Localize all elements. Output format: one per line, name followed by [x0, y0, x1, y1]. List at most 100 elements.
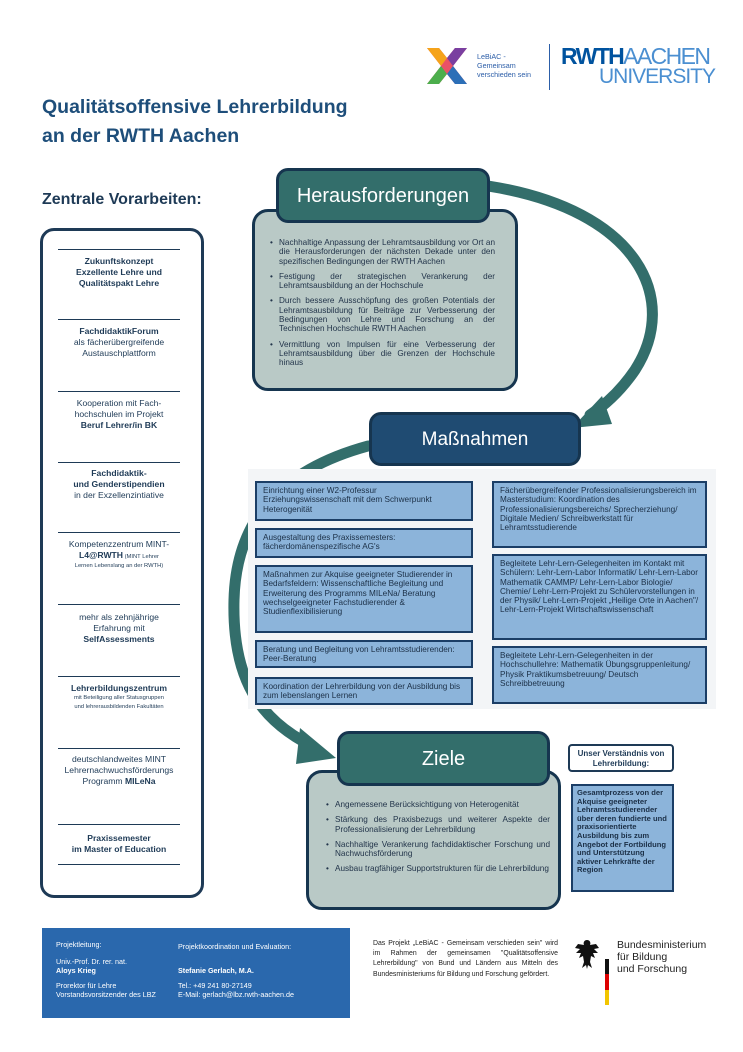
- separator-line: [58, 462, 180, 463]
- rwth-logo-line1: RWTHAACHEN: [561, 43, 711, 69]
- vorarbeit-line: SelfAssessments: [83, 634, 155, 644]
- massnahme-box: Fächerübergreifender Professionalisierun…: [492, 481, 707, 548]
- herausforderungen-heading: Herausforderungen: [276, 168, 490, 223]
- vorarbeit-line: Exzellente Lehre und: [76, 267, 162, 277]
- projektleitung-label: Projektleitung:: [56, 940, 102, 949]
- list-item: Ausbau tragfähiger Supportstrukturen für…: [326, 864, 550, 874]
- bmbf-line: und Forschung: [617, 963, 688, 975]
- bmbf-line: für Bildung: [617, 951, 668, 963]
- vorarbeit-line: mit Beteiligung aller Statusgruppen: [74, 695, 164, 701]
- separator-line: [58, 391, 180, 392]
- vorarbeit-item: Kompetenzzentrum MINT-L4@RWTH (MINT Lehr…: [37, 539, 201, 571]
- separator-line: [58, 676, 180, 677]
- title-line: an der RWTH Aachen: [42, 125, 240, 147]
- federal-eagle-icon: [575, 940, 599, 969]
- separator-line: [58, 864, 180, 865]
- vorarbeit-line: Kompetenzzentrum MINT-: [68, 539, 170, 549]
- list-item: Nachhaltige Anpassung der Lehramtsausbil…: [270, 238, 495, 266]
- page-title: Qualitätsoffensive Lehrerbildung an der …: [42, 93, 402, 151]
- ziele-list: Angemessene Berücksichtigung von Heterog…: [326, 800, 550, 880]
- lebiac-wordmark: LeBiAC - Gemeinsam verschieden sein: [477, 52, 531, 79]
- vorarbeit-line: Erfahrung mit: [93, 623, 145, 633]
- lebiac-line: verschieden sein: [477, 70, 531, 79]
- rwth-logo-light: AACHEN: [623, 43, 711, 69]
- header-divider: [549, 44, 550, 90]
- list-item: Nachhaltige Verankerung fachdidaktischer…: [326, 840, 550, 859]
- vorarbeit-line: FachdidaktikForum: [79, 326, 159, 336]
- vorarbeiten-box: [40, 228, 204, 898]
- lebiac-logo: [427, 48, 467, 84]
- vorarbeit-line: als fächerübergreifende: [73, 337, 165, 347]
- massnahme-box: Begleitete Lehr-Lern-Gelegenheiten im Ko…: [492, 554, 707, 640]
- list-item: Durch bessere Ausschöpfung des großen Po…: [270, 296, 495, 333]
- ziele-heading: Ziele: [337, 731, 550, 786]
- rwth-logo-bold: RWTH: [561, 43, 625, 69]
- footer-contact: Projektleitung: Univ.-Prof. Dr. rer. nat…: [42, 928, 350, 1018]
- separator-line: [58, 824, 180, 825]
- funding-note: Das Projekt „LeBiAC - Gemeinsam verschie…: [373, 940, 558, 978]
- footer-col-left: Projektleitung: Univ.-Prof. Dr. rer. nat…: [56, 940, 156, 999]
- koordination-email[interactable]: E-Mail: gerlach@lbz.rwth-aachen.de: [178, 990, 294, 999]
- vorarbeit-line: Kooperation mit Fach-: [76, 398, 162, 408]
- list-item: Angemessene Berücksichtigung von Heterog…: [326, 800, 550, 810]
- separator-line: [58, 249, 180, 250]
- vorarbeit-line: Beruf Lehrer/in BK: [80, 420, 158, 430]
- koordination-name: Stefanie Gerlach, M.A.: [178, 966, 254, 975]
- massnahmen-heading: Maßnahmen: [369, 412, 581, 466]
- rwth-logo-line2: UNIVERSITY: [599, 65, 716, 88]
- vorarbeit-line: im Master of Education: [71, 844, 167, 854]
- leiter-title: Univ.-Prof. Dr. rer. nat.: [56, 957, 127, 966]
- massnahme-box: Koordination der Lehrerbildung von der A…: [255, 677, 473, 705]
- vorarbeit-line: und lehrerausbildenden Fakultäten: [74, 704, 164, 710]
- bmbf-wordmark: Bundesministerium für Bildung und Forsch…: [617, 939, 706, 975]
- massnahme-box: Beratung und Begleitung von Lehramtsstud…: [255, 640, 473, 668]
- verstaendnis-heading: Unser Verständnis von Lehrerbildung:: [568, 744, 674, 772]
- koordination-label: Projektkoordination und Evaluation:: [178, 942, 292, 951]
- separator-line: [58, 532, 180, 533]
- list-item: Vermittlung von Impulsen für eine Verbes…: [270, 340, 495, 368]
- vorarbeit-line: deutschlandweites MINT: [71, 754, 167, 764]
- vorarbeit-item: Lehrerbildungszentrum mit Beteiligung all…: [37, 683, 201, 712]
- lebiac-line: LeBiAC -: [477, 52, 506, 61]
- title-line: Qualitätsoffensive Lehrerbildung: [42, 96, 348, 118]
- vorarbeit-line: Fachdidaktik-: [91, 468, 147, 478]
- vorarbeit-line: und Genderstipendien: [73, 479, 165, 489]
- list-item: Stärkung des Praxisbezugs und weiterer A…: [326, 815, 550, 834]
- list-item: Festigung der strategischen Verankerung …: [270, 272, 495, 291]
- vorarbeit-line: mehr als zehnjährige: [79, 612, 159, 622]
- massnahme-box: Einrichtung einer W2-Professur Erziehung…: [255, 481, 473, 521]
- massnahme-box: Ausgestaltung des Praxissemesters: fäche…: [255, 528, 473, 558]
- vorarbeit-line: L4@RWTH (MINT Lehrer: [78, 550, 159, 560]
- vorarbeit-line: hochschulen im Projekt: [74, 409, 164, 419]
- leiter-role: Vorstandsvorsitzender des LBZ: [56, 990, 156, 999]
- separator-line: [58, 748, 180, 749]
- leiter-role: Prorektor für Lehre: [56, 981, 117, 990]
- vorarbeit-line: Zukunftskonzept: [84, 256, 154, 266]
- leiter-name: Aloys Krieg: [56, 966, 96, 975]
- footer-col-right: Projektkoordination und Evaluation: Stef…: [178, 942, 294, 999]
- separator-line: [58, 319, 180, 320]
- massnahme-box: Begleitete Lehr-Lern-Gelegenheiten in de…: [492, 646, 707, 704]
- koordination-phone: Tel.: +49 241 80-27149: [178, 981, 252, 990]
- vorarbeit-line: Qualitätspakt Lehre: [78, 278, 160, 288]
- vorarbeit-line: Lehrernachwuchsförderungs: [64, 765, 174, 775]
- vorarbeit-line: Austauschplattform: [82, 348, 156, 358]
- herausforderungen-list: Nachhaltige Anpassung der Lehramtsausbil…: [270, 238, 495, 374]
- german-flag-bar: [605, 959, 609, 1005]
- vorarbeit-line: Lehrerbildungszentrum: [71, 683, 167, 693]
- verstaendnis-body: Gesamtprozess von der Akquise geeigneter…: [571, 784, 674, 892]
- bmbf-line: Bundesministerium: [617, 939, 707, 951]
- vorarbeit-item: Kooperation mit Fach-hochschulen im Proj…: [37, 398, 201, 431]
- massnahme-box: Maßnahmen zur Akquise geeigneter Studier…: [255, 565, 473, 633]
- vorarbeit-line: Programm MILeNa: [82, 776, 156, 786]
- vorarbeit-line: in der Exzellenzintiative: [74, 490, 164, 500]
- vorarbeit-line: Lernen Lebenslang an der RWTH): [74, 563, 164, 569]
- lebiac-line: Gemeinsam: [477, 61, 516, 70]
